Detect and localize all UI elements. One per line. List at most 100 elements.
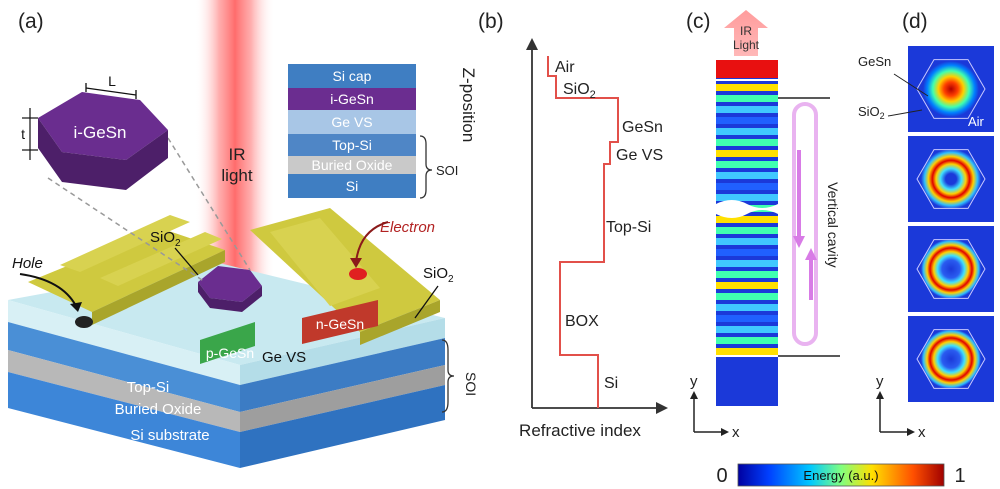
l-dimension-line	[85, 87, 137, 96]
p-gesn-region	[200, 322, 255, 364]
c-field-stripe	[716, 161, 778, 168]
c-field-stripe	[716, 183, 778, 190]
sio2-top-label: SiO2	[150, 229, 181, 249]
device-stack	[8, 262, 445, 468]
c-cavity-loop	[792, 102, 818, 346]
panel-c-tag: (c)	[686, 10, 711, 33]
c-ir-arrow	[724, 10, 768, 56]
t-symbol: t	[21, 126, 25, 142]
hole-arrow	[19, 273, 77, 307]
ge-vs-front	[8, 300, 240, 385]
panel-a: (a) IR light	[8, 0, 479, 468]
hole-label: Hole	[12, 255, 43, 272]
ir-light-label-2: light	[221, 166, 252, 185]
c-top-air-band	[716, 60, 778, 78]
hexagon-side	[38, 118, 168, 190]
right-rail-1	[270, 218, 380, 306]
ge-vs-label: Ge VS	[262, 349, 306, 366]
d-mode-field	[921, 149, 981, 209]
d-axis-x-label: x	[918, 424, 926, 441]
panel-b-tag: (b)	[478, 10, 504, 33]
colorbar-gradient	[737, 463, 945, 487]
b-label-gesn: GeSn	[622, 119, 663, 136]
top-si-front	[8, 322, 240, 412]
stack-buried-oxide	[288, 156, 416, 174]
c-field-stripe	[716, 172, 778, 179]
electron-label: Electron	[380, 219, 435, 236]
b-x-axis-label: Refractive index	[519, 421, 641, 440]
stack-i-gesn	[288, 88, 416, 110]
c-axis-y-label: y	[690, 373, 698, 390]
c-field-stripe	[716, 84, 778, 91]
zoom-line-right	[167, 137, 251, 271]
b-x-arrowhead	[656, 402, 668, 414]
electron-arrowhead	[350, 258, 362, 268]
zoom-line-left	[47, 177, 206, 283]
left-rail-2	[100, 232, 222, 286]
box-right	[240, 365, 445, 432]
hexagon-label: i-GeSn	[74, 123, 127, 142]
panel-d-tag: (d)	[902, 10, 928, 33]
stack-soi-label: SOI	[436, 163, 458, 178]
refractive-index-profile	[547, 56, 619, 408]
c-ir-label-1: IR	[740, 24, 752, 38]
gesn-pillar-side	[198, 282, 262, 312]
c-field-stripe	[716, 271, 778, 278]
stack-label-i-gesn: i-GeSn	[330, 91, 374, 107]
stack-label-si: Si	[346, 178, 358, 194]
n-gesn-label: n-GeSn	[316, 316, 364, 332]
si-substrate-label: Si substrate	[130, 427, 209, 444]
stack-label-si-cap: Si cap	[333, 68, 372, 84]
c-field-stripe	[716, 194, 778, 201]
c-field-stripe	[716, 139, 778, 146]
c-field-stripe	[716, 348, 778, 355]
stack-ge-vs	[288, 110, 416, 134]
c-field-stripe	[716, 282, 778, 289]
b-label-sio2: SiO2	[563, 81, 596, 101]
c-cavity-label: Vertical cavity	[825, 182, 841, 268]
c-field-stripe	[716, 326, 778, 333]
b-label-top-si: Top-Si	[606, 219, 651, 236]
left-contact-side	[92, 250, 225, 325]
d-hexagon-outline	[916, 329, 986, 389]
stack-si-cap	[288, 64, 416, 88]
hexagon-zoom: i-GeSn L t	[21, 73, 251, 283]
d-axis-x-head	[907, 428, 915, 436]
stack-top-si	[288, 134, 416, 156]
c-field-stripe	[716, 106, 778, 113]
ir-light-label-1: IR	[229, 145, 246, 164]
b-label-air: Air	[555, 59, 575, 76]
sio2-right-label: SiO2	[423, 265, 454, 285]
d-axis-y-label: y	[876, 373, 884, 390]
stack-label-ge-vs: Ge VS	[331, 114, 372, 130]
device-soi-label: SOI	[463, 372, 479, 396]
d-mode-field	[921, 329, 981, 389]
d-mode-field	[923, 61, 979, 117]
colorbar-title: Energy (a.u.)	[803, 468, 878, 483]
b-label-ge-vs: Ge VS	[616, 147, 663, 164]
box-front	[8, 350, 240, 432]
c-field-stripe	[716, 128, 778, 135]
b-y-arrowhead	[526, 38, 538, 50]
n-gesn-region	[302, 300, 378, 344]
top-si-right	[240, 338, 445, 412]
sio2-right-pointer	[414, 285, 439, 319]
panel-d: (d) GeSn SiO2 Air y x	[858, 10, 994, 441]
c-axis-x-label: x	[732, 424, 740, 441]
buried-oxide-label: Buried Oxide	[115, 401, 202, 418]
c-axis-x-head	[721, 428, 729, 436]
c-field-stripe	[716, 304, 778, 311]
hole-dot	[75, 316, 93, 328]
c-cavity-arrowhead-up	[805, 248, 817, 260]
c-field-stripe	[716, 337, 778, 344]
c-field-stripe	[716, 249, 778, 256]
c-cavity-arrowhead-down	[793, 236, 805, 248]
substrate-right	[240, 385, 445, 468]
d-mode-profiles	[908, 46, 994, 402]
d-sio2-label: SiO2	[858, 104, 885, 121]
gesn-pillar	[198, 266, 262, 302]
d-sio2-pointer	[887, 109, 923, 117]
c-ir-label-2: Light	[733, 38, 760, 52]
